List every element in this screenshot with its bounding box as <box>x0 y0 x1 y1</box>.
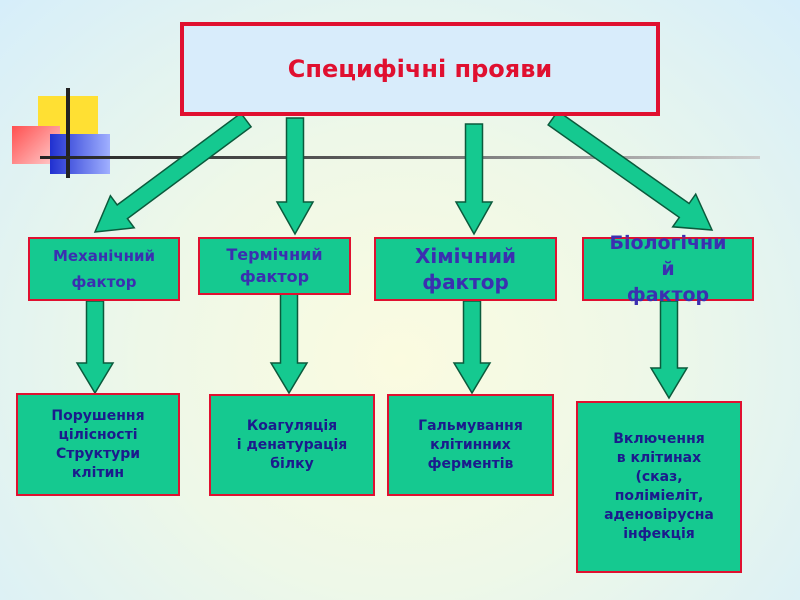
effect-coagulation: Коагуляція і денатурація білку <box>209 394 375 496</box>
factor-mechanical: Механічний фактор <box>28 237 180 301</box>
factor-chemical: Хімічний фактор <box>374 237 557 301</box>
decorative-squares-logo <box>0 0 800 200</box>
effect-inclusions: Включення в клітинах (сказ, поліміеліт, … <box>576 401 742 573</box>
arrow-biological-to-effect <box>649 300 689 400</box>
factor-biological: Біологічни й фактор <box>582 232 754 306</box>
arrow-title-to-biological <box>547 110 714 231</box>
arrow-title-to-thermal <box>275 117 315 236</box>
diagram-title: Специфічні прояви <box>180 22 660 116</box>
factor-thermal: Термічний фактор <box>198 237 351 295</box>
arrow-thermal-to-effect <box>269 293 309 395</box>
effect-enzyme-inhibition: Гальмування клітинних ферментів <box>387 394 554 496</box>
arrow-title-to-chemical <box>454 123 494 236</box>
effect-integrity-violation: Порушення цілісності Структури клітин <box>16 393 180 496</box>
arrow-mechanical-to-effect <box>75 300 115 395</box>
arrow-chemical-to-effect <box>452 300 492 395</box>
arrow-title-to-mechanical <box>93 112 253 233</box>
